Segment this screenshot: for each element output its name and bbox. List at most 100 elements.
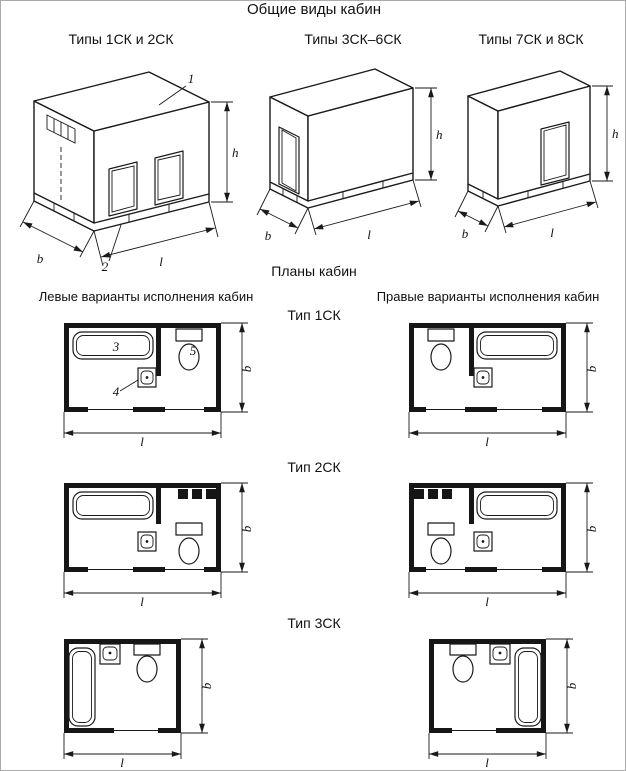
- door-opening-2: [154, 150, 184, 206]
- dim-label-b: b: [239, 525, 254, 532]
- dim-label-b: b: [265, 228, 272, 243]
- plan-2sk-right: b l: [408, 482, 599, 609]
- callout-4: 4: [113, 384, 120, 399]
- washbasin: [489, 643, 511, 665]
- dimension-l: l: [63, 733, 182, 770]
- washbasin: [99, 643, 121, 665]
- bathtub: [476, 491, 558, 520]
- dimension-b: b: [221, 322, 254, 413]
- bathtub: [476, 331, 558, 360]
- dimension-l: l: [497, 180, 599, 240]
- dimension-l: l: [307, 179, 422, 242]
- plan-3sk-left: b l: [63, 638, 214, 770]
- callout-2-leader: [108, 224, 122, 262]
- toilet: [427, 522, 455, 565]
- plans-left-header: Левые варианты исполнения кабин: [38, 289, 254, 304]
- dim-label-b: b: [584, 365, 599, 372]
- toilet-tank: [449, 643, 477, 656]
- partition-wall: [156, 488, 161, 524]
- cabin-left-face: [467, 95, 499, 200]
- dim-label-l: l: [140, 594, 144, 609]
- dimension-l: l: [93, 201, 219, 269]
- dimension-b: b: [454, 190, 499, 241]
- plans-right-header: Правые варианты исполнения кабин: [376, 289, 600, 304]
- dimension-l: l: [428, 733, 547, 770]
- toilet: [133, 643, 161, 683]
- dimension-b: b: [221, 482, 254, 573]
- bathtub: [72, 491, 154, 520]
- dimension-l: l: [63, 412, 222, 449]
- washbasin: [473, 367, 493, 388]
- dimension-b: b: [19, 200, 95, 266]
- dim-label-h: h: [436, 127, 443, 142]
- dimension-h: h: [415, 87, 443, 181]
- bathtub: [514, 647, 542, 727]
- dimension-b: b: [566, 482, 599, 573]
- dim-label-l: l: [485, 594, 489, 609]
- washbasin: [137, 367, 157, 388]
- partition-wall: [156, 328, 161, 376]
- toilet-tank: [427, 522, 455, 536]
- callout-3: 3: [112, 339, 120, 354]
- view-caption-1: Типы 1СК и 2СК: [68, 31, 174, 47]
- toilet: [449, 643, 477, 683]
- dimension-b: b: [256, 188, 309, 243]
- row-label-type-1sk: Тип 1СК: [287, 307, 341, 323]
- plan-1sk-right: b l: [408, 322, 599, 449]
- toilet-tank: [427, 328, 455, 342]
- dim-label-l: l: [367, 227, 371, 242]
- plan-1sk-left: b l 3 4 5: [63, 322, 254, 449]
- dim-label-b: b: [564, 682, 579, 689]
- dim-label-l: l: [140, 434, 144, 449]
- dimension-b: b: [181, 638, 214, 734]
- iso-view-types-3sk-6sk: h b l: [256, 68, 443, 243]
- toilet-tank: [175, 328, 203, 342]
- iso-view-types-1sk-2sk: h b l 1 2: [19, 71, 239, 274]
- dim-label-l: l: [120, 755, 124, 770]
- view-caption-3: Типы 7СК и 8СК: [478, 31, 584, 47]
- partition-wall: [469, 488, 474, 524]
- callout-4-leader: [119, 379, 139, 392]
- bathtub: [72, 331, 154, 360]
- partition-wall: [469, 328, 474, 376]
- washbasin: [137, 531, 157, 552]
- toilet: [175, 328, 203, 371]
- vent-grille: [414, 489, 452, 499]
- dimension-l: l: [408, 572, 567, 609]
- toilet-bowl: [430, 343, 452, 371]
- bathtub: [68, 647, 96, 727]
- cabin-top-face: [33, 71, 210, 132]
- dimension-l: l: [408, 412, 567, 449]
- door-opening: [540, 121, 570, 186]
- plans-title: Планы кабин: [271, 263, 357, 279]
- dim-label-l: l: [485, 434, 489, 449]
- view-caption-2: Типы 3СК–6СК: [304, 31, 402, 47]
- dimension-h: h: [211, 101, 239, 203]
- dim-label-l: l: [550, 225, 554, 240]
- toilet-bowl: [178, 537, 200, 565]
- callout-1: 1: [188, 71, 195, 86]
- dimension-h: h: [592, 85, 619, 182]
- cabin-top-face: [269, 68, 414, 117]
- dim-label-b: b: [584, 525, 599, 532]
- row-label-type-3sk: Тип 3СК: [287, 615, 341, 631]
- toilet-bowl: [430, 537, 452, 565]
- door-opening-1: [108, 161, 138, 217]
- toilet-bowl: [452, 655, 474, 683]
- toilet: [175, 522, 203, 565]
- dim-label-b: b: [239, 365, 254, 372]
- toilet-bowl: [136, 655, 158, 683]
- washbasin: [473, 531, 493, 552]
- dim-label-h: h: [612, 126, 619, 141]
- dim-label-b: b: [462, 226, 469, 241]
- callout-5: 5: [190, 343, 197, 358]
- iso-view-types-7sk-8sk: h b l: [454, 70, 619, 241]
- toilet-tank: [133, 643, 161, 656]
- dimension-b: b: [546, 638, 579, 734]
- figure-title: Общие виды кабин: [246, 1, 382, 18]
- callout-1-leader: [158, 85, 187, 106]
- toilet: [427, 328, 455, 371]
- dim-label-l: l: [159, 254, 163, 269]
